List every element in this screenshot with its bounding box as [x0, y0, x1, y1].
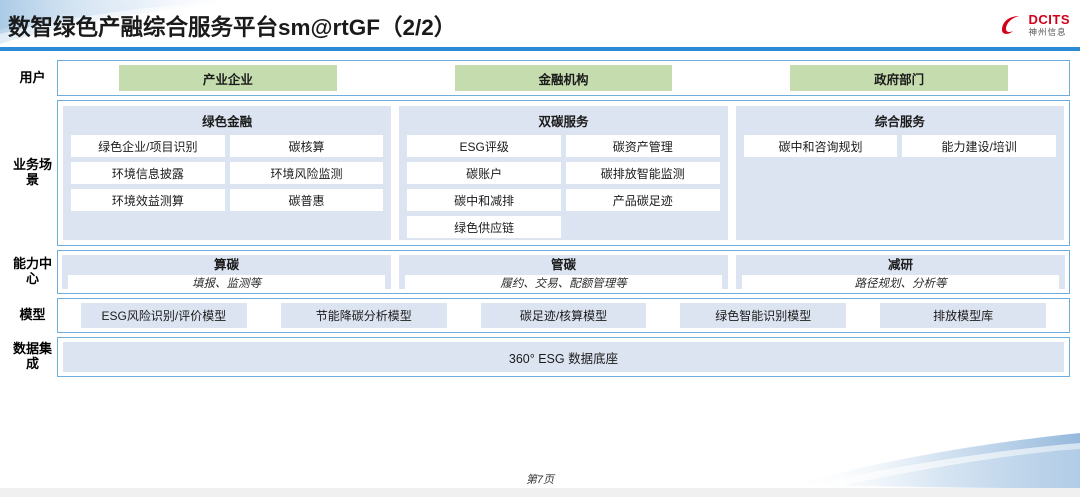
- row-label-model: 模型: [19, 307, 46, 323]
- row-model: 模型 ESG风险识别/评价模型 节能降碳分析模型 碳足迹/核算模型 绿色智能识别…: [8, 298, 1070, 333]
- row-body-business-scenario: 绿色金融 绿色企业/项目识别 碳核算 环境信息披露 环境风险监测 环境效益测算 …: [57, 100, 1070, 246]
- row-body-data-integration: 360° ESG 数据底座: [57, 337, 1070, 377]
- model-item[interactable]: ESG风险识别/评价模型: [80, 303, 247, 328]
- model-item[interactable]: 节能降碳分析模型: [280, 303, 447, 328]
- scenario-item[interactable]: 环境风险监测: [229, 162, 384, 184]
- model-cell: ESG风险识别/评价模型: [64, 303, 264, 328]
- panel-item-list: 绿色企业/项目识别 碳核算 环境信息披露 环境风险监测 环境效益测算 碳普惠: [71, 135, 384, 211]
- scenario-item[interactable]: 环境效益测算: [71, 189, 225, 211]
- model-cell: 排放模型库: [863, 303, 1063, 328]
- data-foundation-item[interactable]: 360° ESG 数据底座: [63, 342, 1064, 372]
- user-group-financial[interactable]: 金融机构: [454, 65, 673, 91]
- scenario-item[interactable]: 碳核算: [229, 135, 384, 157]
- panel-green-finance: 绿色金融 绿色企业/项目识别 碳核算 环境信息披露 环境风险监测 环境效益测算 …: [63, 106, 392, 240]
- brand-logo: DCITS 神州信息: [999, 13, 1071, 37]
- capability-subtitle: 填报、监测等: [68, 275, 385, 291]
- scenario-item[interactable]: 碳排放智能监测: [565, 162, 720, 184]
- user-cell: 产业企业: [63, 65, 393, 91]
- dcits-swirl-icon: [999, 14, 1025, 36]
- row-business-scenario: 业务场景 绿色金融 绿色企业/项目识别 碳核算 环境信息披露 环境风险监测 环境…: [8, 100, 1070, 246]
- user-group-government[interactable]: 政府部门: [790, 65, 1008, 91]
- panel-title: 综合服务: [874, 115, 925, 129]
- row-data-integration: 数据集成 360° ESG 数据底座: [8, 337, 1070, 377]
- capability-title: 管碳: [550, 258, 576, 272]
- capability-calculate-carbon[interactable]: 算碳 填报、监测等: [62, 255, 391, 291]
- logo-text-en: DCITS: [1028, 12, 1070, 27]
- capability-subtitle: 履约、交易、配额管理等: [405, 275, 722, 291]
- row-body-capability-center: 算碳 填报、监测等 管碳 履约、交易、配额管理等 减研 路径规划、分析等: [57, 250, 1070, 294]
- row-user: 用户 产业企业 金融机构 政府部门: [8, 60, 1070, 96]
- panel-title: 绿色金融: [202, 115, 253, 129]
- scenario-item[interactable]: 环境信息披露: [71, 162, 225, 184]
- panel-comprehensive-service: 综合服务 碳中和咨询规划 能力建设/培训: [735, 106, 1064, 240]
- row-body-user: 产业企业 金融机构 政府部门: [57, 60, 1070, 96]
- scenario-item[interactable]: 绿色供应链: [407, 216, 561, 238]
- scenario-item[interactable]: 碳账户: [407, 162, 561, 184]
- user-cell: 金融机构: [399, 65, 729, 91]
- row-label-business-scenario: 业务场景: [12, 157, 52, 187]
- scenario-item[interactable]: ESG评级: [407, 135, 561, 157]
- model-cell: 节能降碳分析模型: [264, 303, 464, 328]
- architecture-grid: 用户 产业企业 金融机构 政府部门 业务场景 绿色金融 绿色: [8, 60, 1070, 381]
- page-title: 数智绿色产融综合服务平台sm@rtGF（2/2）: [8, 15, 457, 40]
- user-cell: 政府部门: [734, 65, 1064, 91]
- capability-subtitle: 路径规划、分析等: [742, 275, 1059, 291]
- logo-text-cn: 神州信息: [1028, 27, 1067, 37]
- capability-reduce-research[interactable]: 减研 路径规划、分析等: [736, 255, 1065, 291]
- scenario-item[interactable]: 能力建设/培训: [902, 135, 1056, 157]
- header-divider: [0, 47, 1080, 51]
- model-item[interactable]: 排放模型库: [880, 303, 1046, 328]
- page-number: 第7页: [525, 474, 555, 486]
- row-capability-center: 能力中心 算碳 填报、监测等 管碳 履约、交易、配额管理等 减研 路径规划、分析…: [8, 250, 1070, 294]
- panel-dual-carbon-service: 双碳服务 ESG评级 碳资产管理 碳账户 碳排放智能监测 碳中和减排 产品碳足迹…: [399, 106, 728, 240]
- panel-title: 双碳服务: [538, 115, 589, 129]
- capability-manage-carbon[interactable]: 管碳 履约、交易、配额管理等: [399, 255, 728, 291]
- scenario-item[interactable]: 碳中和咨询规划: [743, 135, 898, 157]
- model-cell: 绿色智能识别模型: [663, 303, 863, 328]
- row-label-capability-center: 能力中心: [12, 256, 52, 286]
- row-label-data-integration: 数据集成: [12, 341, 52, 371]
- capability-title: 减研: [887, 258, 913, 272]
- row-label-user: 用户: [19, 69, 46, 85]
- row-body-model: ESG风险识别/评价模型 节能降碳分析模型 碳足迹/核算模型 绿色智能识别模型 …: [57, 298, 1070, 333]
- scenario-item[interactable]: 产品碳足迹: [565, 189, 720, 211]
- user-group-industry[interactable]: 产业企业: [119, 65, 337, 91]
- scenario-item[interactable]: 碳资产管理: [565, 135, 720, 157]
- scenario-item[interactable]: 绿色企业/项目识别: [71, 135, 225, 157]
- scenario-item[interactable]: 碳普惠: [229, 189, 384, 211]
- model-item[interactable]: 绿色智能识别模型: [680, 303, 847, 328]
- bottom-strip: [0, 488, 1080, 497]
- model-item[interactable]: 碳足迹/核算模型: [480, 303, 647, 328]
- panel-item-list: 碳中和咨询规划 能力建设/培训: [743, 135, 1056, 157]
- capability-title: 算碳: [213, 258, 239, 272]
- scenario-item[interactable]: 碳中和减排: [407, 189, 561, 211]
- panel-item-list: ESG评级 碳资产管理 碳账户 碳排放智能监测 碳中和减排 产品碳足迹 绿色供应…: [407, 135, 720, 238]
- model-cell: 碳足迹/核算模型: [464, 303, 664, 328]
